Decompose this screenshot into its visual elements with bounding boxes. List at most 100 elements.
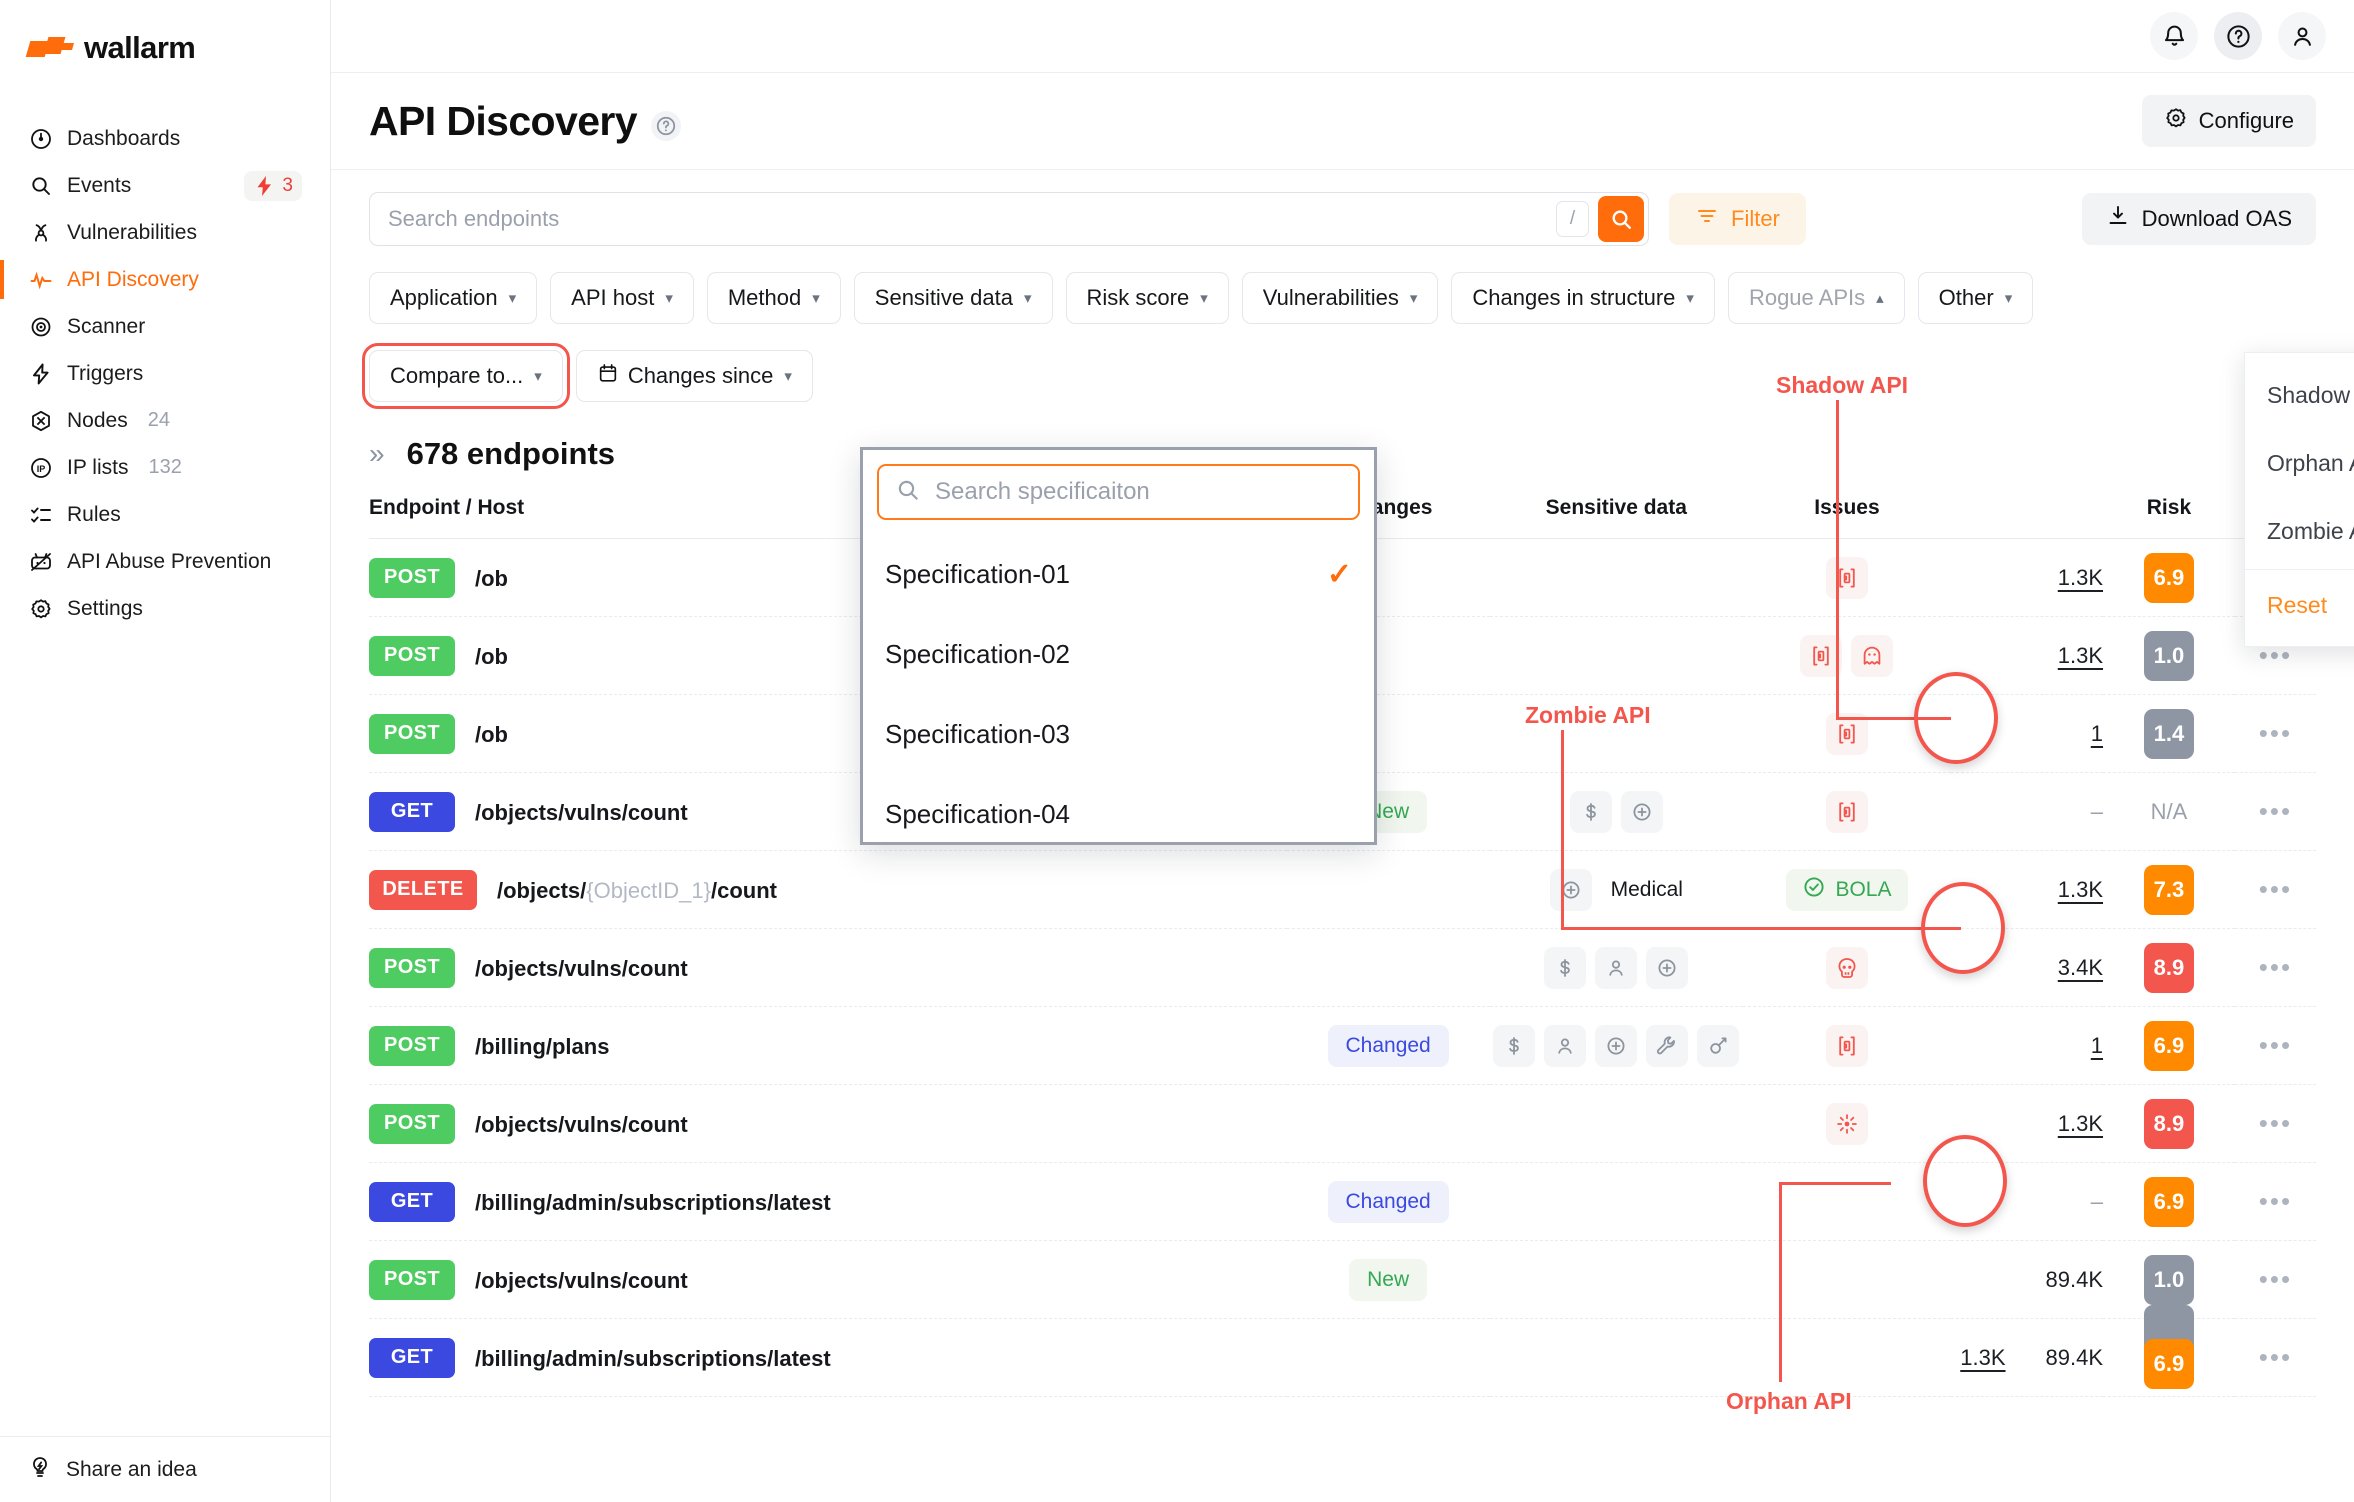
col-sensitive-data[interactable]: Sensitive data — [1489, 496, 1744, 539]
row-menu-button[interactable]: ••• — [2258, 952, 2293, 982]
cell-endpoint[interactable]: GET/objects/vulns/count — [369, 773, 1287, 851]
filter-chip-compare-to[interactable]: Compare to...▾ — [362, 343, 570, 409]
requests-count[interactable]: 1.3K — [2057, 642, 2104, 668]
sidebar-item-events[interactable]: Events 3 — [0, 162, 330, 209]
id-icon[interactable] — [1825, 556, 1868, 599]
rogue-menu-item-zombie-apis[interactable]: Zombie APIs — [2267, 517, 2354, 544]
sidebar-item-ip-lists[interactable]: IP IP lists 132 — [0, 444, 330, 491]
chevrons-right-icon[interactable]: » — [369, 438, 385, 469]
bell-icon[interactable] — [2150, 12, 2198, 60]
wrench-icon[interactable] — [1646, 1024, 1689, 1067]
user-icon[interactable] — [1595, 946, 1638, 989]
filter-chip-risk-score[interactable]: Risk score▾ — [1065, 272, 1229, 324]
specification-search-input[interactable] — [935, 478, 1358, 506]
table-row[interactable]: GET/billing/admin/subscriptions/latest 1.… — [369, 1304, 2316, 1397]
requests-count[interactable]: 1 — [2090, 1032, 2104, 1058]
filter-chip-api-host[interactable]: API host▾ — [550, 272, 694, 324]
sidebar-item-api-abuse-prevention[interactable]: API Abuse Prevention — [0, 538, 330, 585]
help-circle-icon[interactable] — [2214, 12, 2262, 60]
requests-count[interactable]: 1.3K — [2057, 564, 2104, 590]
id-icon[interactable] — [1825, 790, 1868, 833]
share-an-idea-button[interactable]: Share an idea — [0, 1436, 330, 1502]
medical-icon[interactable] — [1620, 790, 1663, 833]
sidebar-item-dashboards[interactable]: Dashboards — [0, 115, 330, 162]
rogue-menu-item-orphan-apis[interactable]: Orphan APIs — [2267, 449, 2354, 476]
filter-chip-application[interactable]: Application▾ — [369, 272, 538, 324]
cell-endpoint[interactable]: POST/objects/vulns/count — [369, 1241, 1287, 1319]
row-menu-button[interactable]: ••• — [2258, 874, 2293, 904]
medical-icon[interactable] — [1595, 1024, 1638, 1067]
specification-option-01[interactable]: Specification-01 ✓ — [863, 534, 1374, 614]
filter-chip-rogue-apis[interactable]: Rogue APIs▴ — [1727, 272, 1905, 324]
question-circle-icon[interactable] — [650, 111, 681, 141]
specification-option-04[interactable]: Specification-04 — [863, 774, 1374, 854]
filter-chip-method[interactable]: Method▾ — [706, 272, 841, 324]
row-menu-button[interactable]: ••• — [2258, 1264, 2293, 1294]
cell-endpoint[interactable]: POST/objects/vulns/count — [369, 929, 1287, 1007]
cell-endpoint[interactable]: GET/billing/admin/subscriptions/latest — [369, 1319, 1287, 1397]
row-menu-button[interactable]: ••• — [2258, 1108, 2293, 1138]
dollar-icon[interactable] — [1544, 946, 1587, 989]
filter-chip-sensitive-data[interactable]: Sensitive data▾ — [853, 272, 1053, 324]
download-oas-button[interactable]: Download OAS — [2081, 193, 2316, 245]
bola-badge[interactable]: BOLA — [1786, 868, 1908, 911]
filter-chip-changes-in-structure[interactable]: Changes in structure▾ — [1451, 272, 1715, 324]
requests-count[interactable]: 1.3K — [2057, 876, 2104, 902]
filter-button[interactable]: Filter — [1669, 193, 1806, 245]
brand-logo[interactable]: wallarm — [0, 0, 330, 95]
col-risk[interactable]: Risk — [2103, 496, 2235, 539]
cell-endpoint[interactable]: DELETE/objects/{ObjectID_1}/count — [369, 851, 1287, 929]
rogue-menu-item-shadow-apis[interactable]: Shadow APIs — [2267, 381, 2354, 408]
configure-button[interactable]: Configure — [2141, 95, 2316, 147]
sidebar-item-triggers[interactable]: Triggers — [0, 350, 330, 397]
search-input[interactable] — [388, 206, 1556, 232]
dollar-icon[interactable] — [1493, 1024, 1536, 1067]
requests-count[interactable]: 3.4K — [2057, 954, 2104, 980]
id-icon[interactable] — [1800, 634, 1843, 677]
sidebar-item-nodes[interactable]: Nodes 24 — [0, 397, 330, 444]
rogue-menu-reset[interactable]: Reset — [2267, 591, 2328, 618]
medical-icon[interactable] — [1646, 946, 1689, 989]
cell-endpoint[interactable]: POST/objects/vulns/count — [369, 1085, 1287, 1163]
row-menu-button[interactable]: ••• — [2258, 796, 2293, 826]
key-icon[interactable] — [1697, 1024, 1740, 1067]
id-icon[interactable] — [1825, 1024, 1868, 1067]
search-submit-button[interactable] — [1598, 196, 1644, 242]
specification-search-field[interactable] — [877, 464, 1360, 520]
sidebar-item-vulnerabilities[interactable]: Vulnerabilities — [0, 209, 330, 256]
filter-chip-vulnerabilities[interactable]: Vulnerabilities▾ — [1241, 272, 1439, 324]
user-icon[interactable] — [1544, 1024, 1587, 1067]
sidebar-item-settings[interactable]: Settings — [0, 585, 330, 632]
row-menu-button[interactable]: ••• — [2258, 1186, 2293, 1216]
sidebar-item-scanner[interactable]: Scanner — [0, 303, 330, 350]
table-row[interactable]: POST/ob1.3K6.9••• — [369, 539, 2316, 617]
col-issues[interactable]: Issues — [1743, 496, 1951, 539]
row-menu-button[interactable]: ••• — [2258, 1030, 2293, 1060]
cell-endpoint[interactable]: POST/ob — [369, 695, 1287, 773]
specification-option-02[interactable]: Specification-02 — [863, 614, 1374, 694]
skull-icon[interactable] — [1825, 946, 1868, 989]
row-menu-button[interactable]: ••• — [2258, 1342, 2293, 1372]
ghost-icon[interactable] — [1851, 634, 1894, 677]
specification-option-03[interactable]: Specification-03 — [863, 694, 1374, 774]
row-menu-button[interactable]: ••• — [2258, 718, 2293, 748]
sidebar-item-api-discovery[interactable]: API Discovery — [0, 256, 330, 303]
filter-chip-changes-since[interactable]: Changes since▾ — [575, 350, 813, 402]
cell-endpoint[interactable]: POST/ob — [369, 539, 1287, 617]
medical-icon[interactable] — [1549, 868, 1592, 911]
cell-endpoint[interactable]: POST/billing/plans — [369, 1007, 1287, 1085]
issues-count[interactable]: 1.3K — [1960, 1344, 2006, 1370]
requests-count[interactable]: 1 — [2090, 720, 2104, 746]
orphan-icon[interactable] — [1825, 1102, 1868, 1145]
cell-endpoint[interactable]: POST/ob — [369, 617, 1287, 695]
filter-chip-other[interactable]: Other▾ — [1917, 272, 2034, 324]
user-icon[interactable] — [2278, 12, 2326, 60]
search-endpoints-field[interactable]: / — [369, 192, 1649, 246]
